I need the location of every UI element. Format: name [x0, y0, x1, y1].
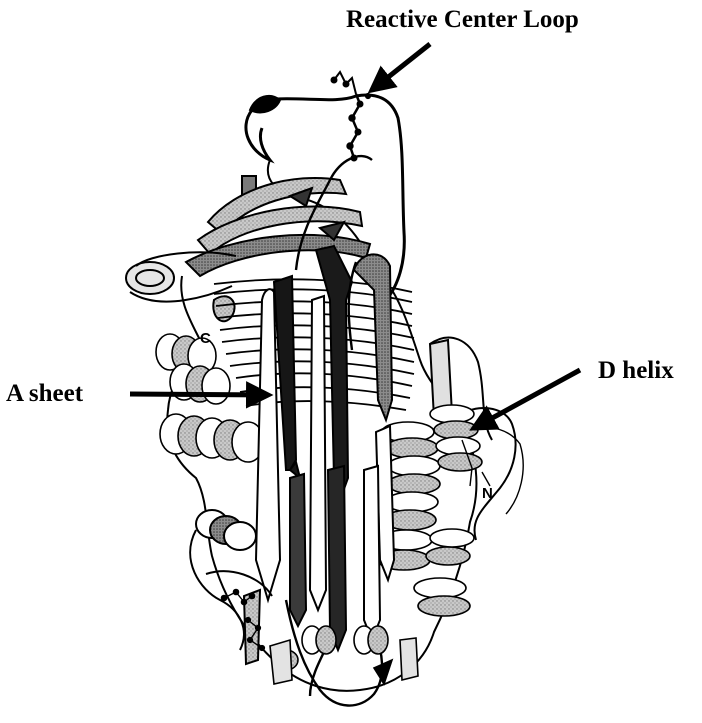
d-helix [430, 405, 482, 471]
arrow-reactive-center-loop [372, 44, 430, 90]
a-sheet-label: A sheet [6, 380, 83, 408]
n-terminus-label: N [482, 485, 493, 502]
helices-left [156, 334, 264, 462]
c-terminus-label: C [200, 330, 211, 347]
reactive-center-loop-label: Reactive Center Loop [346, 6, 579, 34]
arrow-a-sheet [130, 394, 268, 395]
d-helix-label: D helix [598, 357, 674, 385]
arrow-d-helix [474, 370, 580, 428]
